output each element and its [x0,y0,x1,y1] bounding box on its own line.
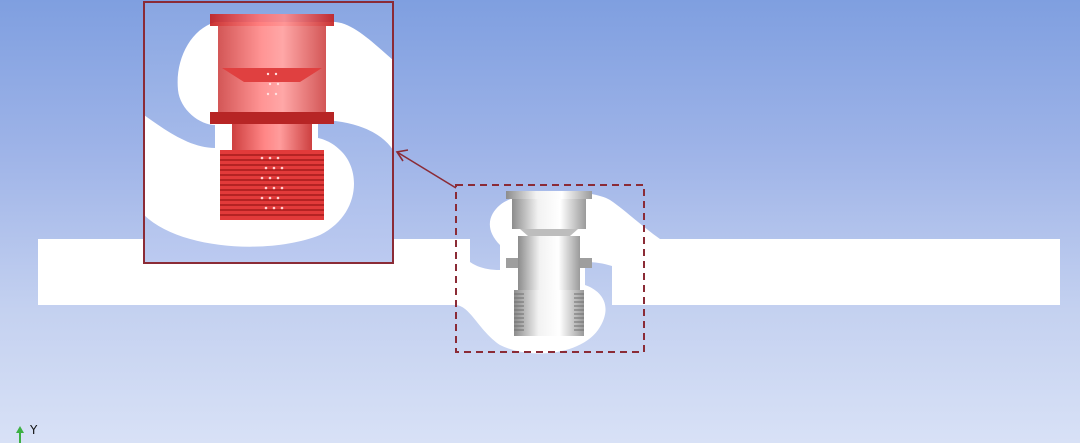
pipe-right-section [612,239,1060,305]
callout-arrow-icon [395,149,457,189]
axis-y-label: Y [30,423,38,437]
cartridge-screen [514,290,584,336]
cartridge-tube [518,236,580,290]
cartridge-main [506,191,592,336]
inset-cartridge-cone [222,68,322,82]
cartridge-cap [506,191,592,199]
cartridge-upper-body [512,199,586,229]
selection-box[interactable] [455,184,645,353]
cartridge-flange-left [506,258,518,268]
inset-cartridge-flange [210,112,334,124]
cartridge-screen-slots [514,293,584,331]
inset-upper-holes [266,72,280,96]
inset-screen-holes [260,156,284,210]
inset-cartridge-cap [210,14,334,26]
inset-frame [143,1,394,264]
cartridge-cone [520,229,578,236]
inset-screen-slots [220,154,324,216]
cartridge-flange-right [580,258,592,268]
axis-triad-icon [16,426,24,443]
zoom-inset[interactable] [143,1,394,264]
inset-cartridge-tube [232,124,312,152]
